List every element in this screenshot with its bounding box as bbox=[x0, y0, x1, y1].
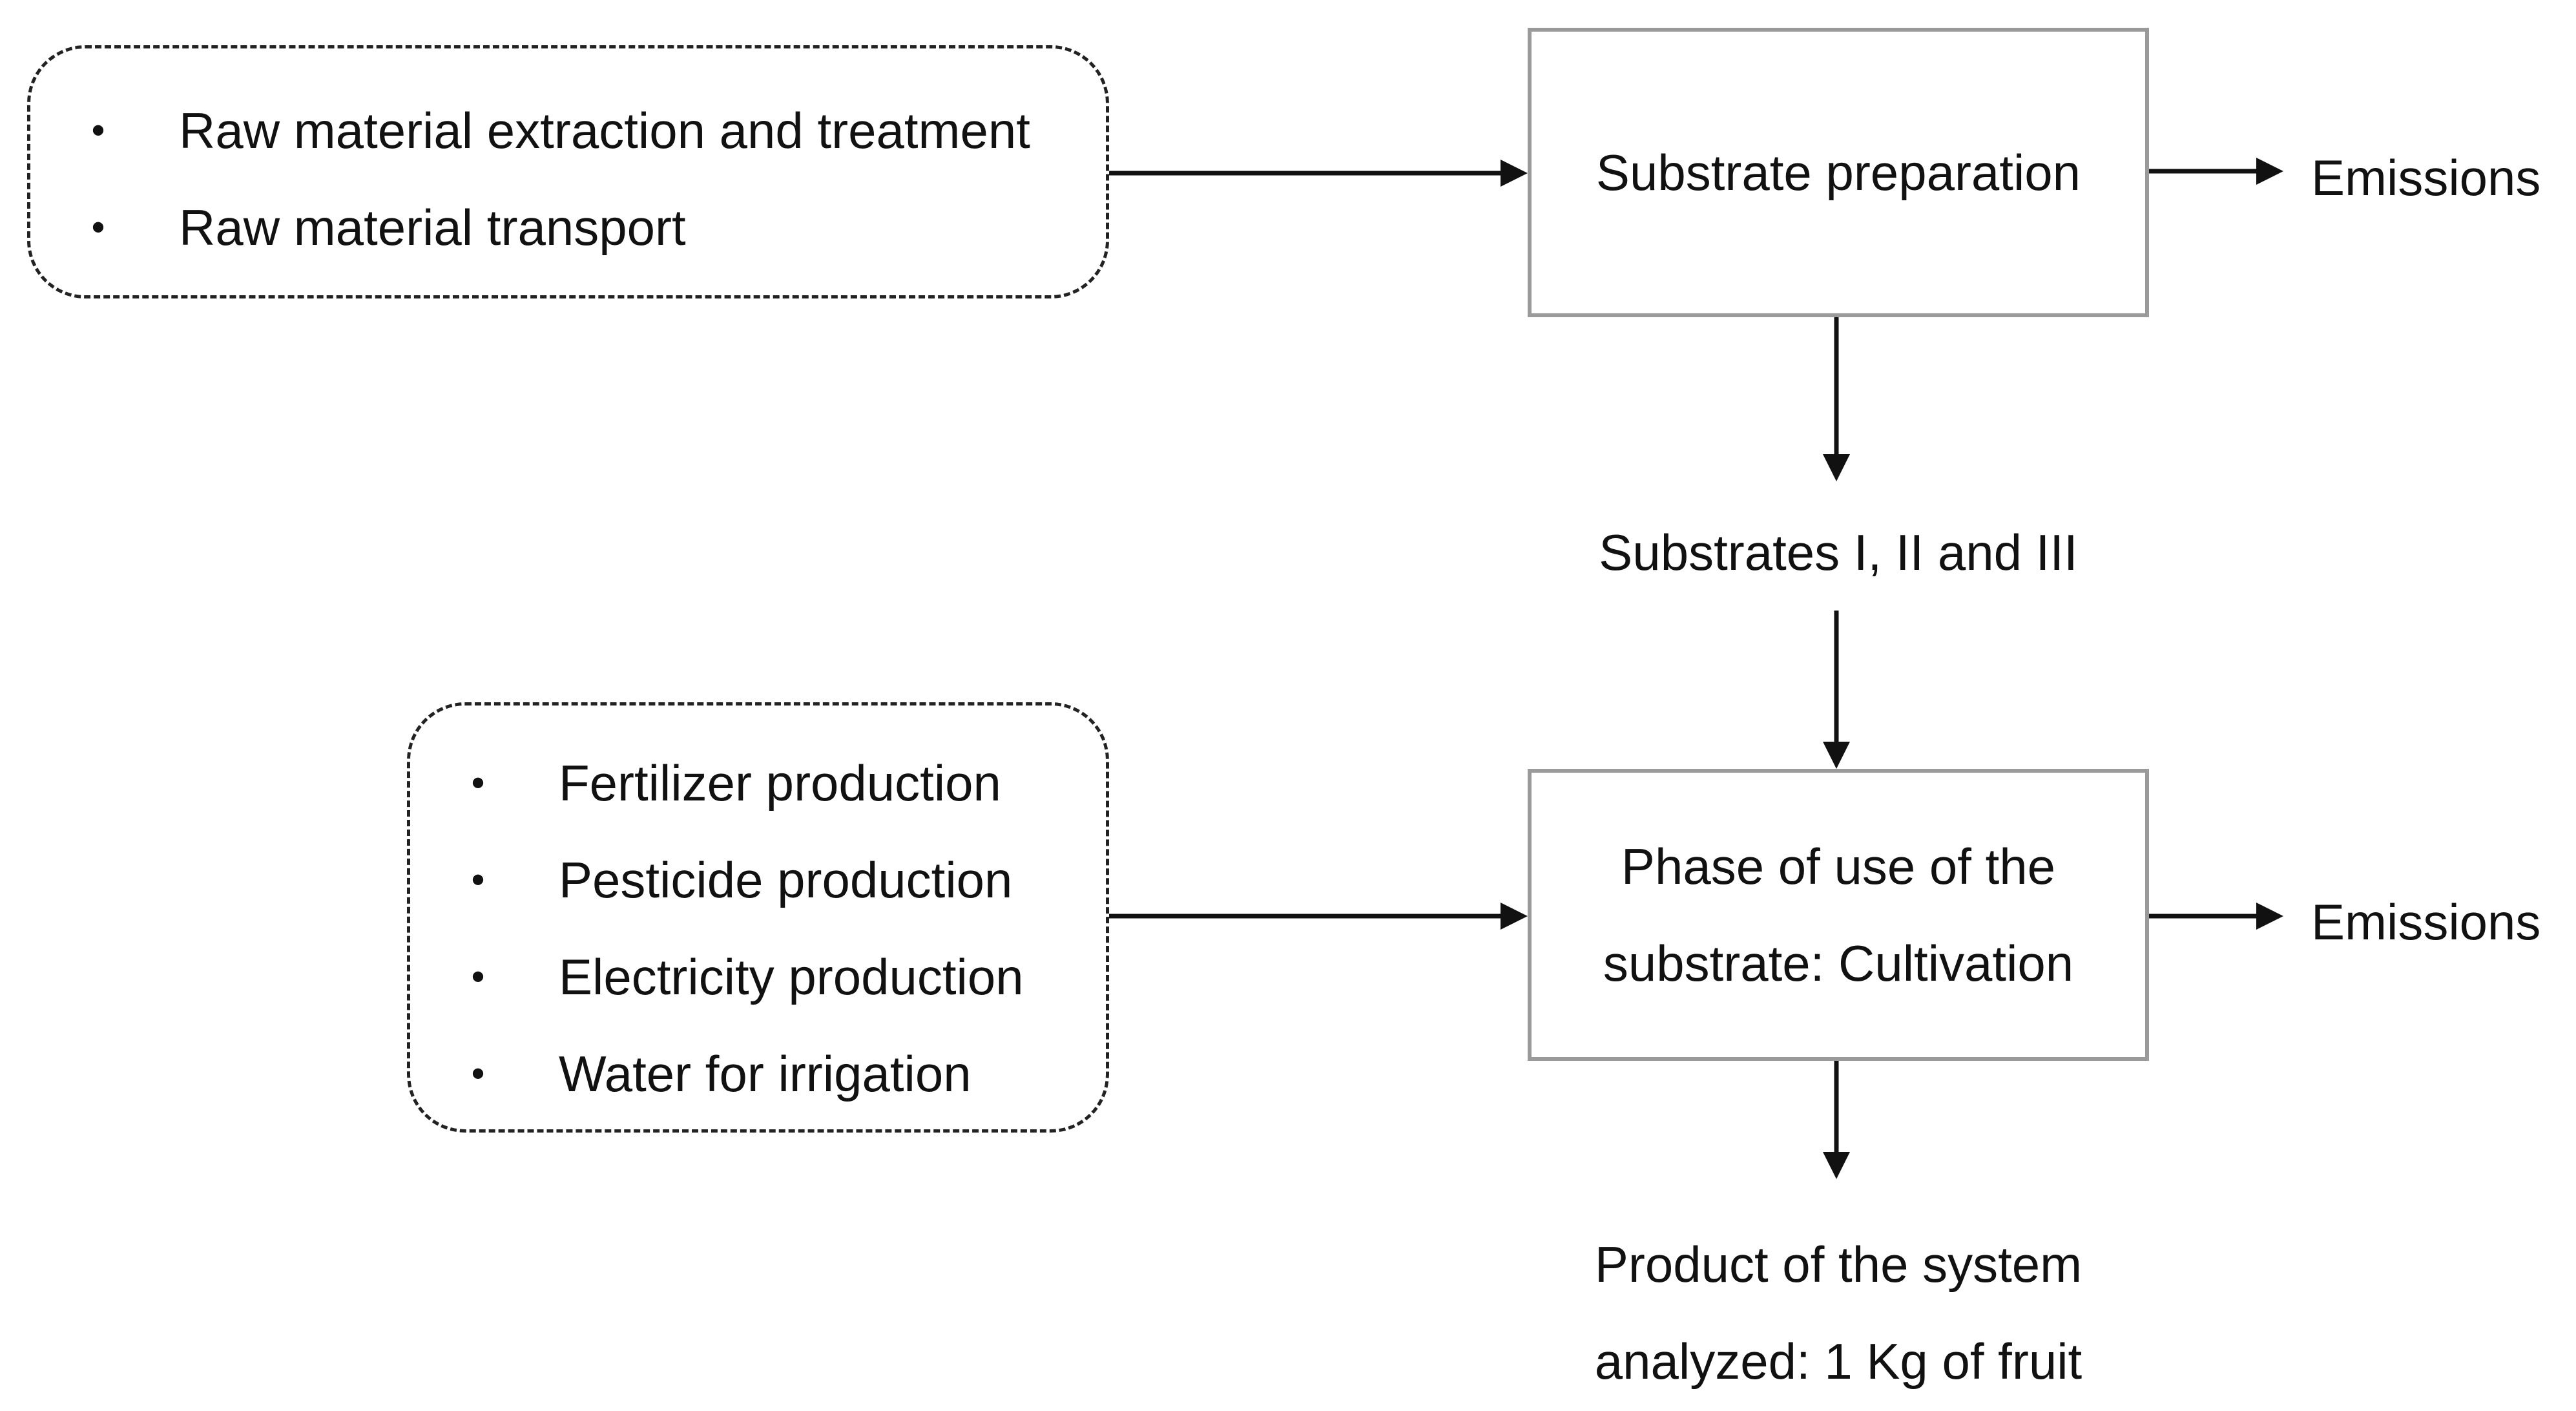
upstream-inputs-list: • Raw material extraction and treatment •… bbox=[72, 82, 1030, 276]
cultivation-box: Phase of use of the substrate: Cultivati… bbox=[1528, 769, 2149, 1061]
bullet-icon: • bbox=[471, 858, 485, 901]
list-item: • Electricity production bbox=[452, 928, 1024, 1025]
list-item-label: Raw material transport bbox=[179, 199, 686, 256]
substrates-output-label: Substrates I, II and III bbox=[1599, 524, 2078, 581]
bullet-icon: • bbox=[91, 205, 105, 249]
bullet-icon: • bbox=[91, 109, 105, 152]
list-item: • Fertilizer production bbox=[452, 735, 1024, 831]
cultivation-inputs-box: • Fertilizer production • Pesticide produc… bbox=[407, 702, 1109, 1133]
list-item-label: Raw material extraction and treatment bbox=[179, 102, 1030, 159]
bullet-icon: • bbox=[471, 761, 485, 804]
cultivation-label-line1: Phase of use of the bbox=[1621, 838, 2056, 895]
emissions-label-top: Emissions bbox=[2311, 149, 2541, 206]
cultivation-inputs-list: • Fertilizer production • Pesticide produc… bbox=[452, 735, 1024, 1122]
list-item: • Raw material extraction and treatment bbox=[72, 82, 1030, 179]
list-item-label: Fertilizer production bbox=[559, 755, 1001, 811]
bullet-icon: • bbox=[471, 1052, 485, 1095]
product-label-line2: analyzed: 1 Kg of fruit bbox=[1594, 1333, 2083, 1390]
substrate-preparation-box: Substrate preparation bbox=[1528, 28, 2149, 317]
list-item: • Raw material transport bbox=[72, 179, 1030, 276]
substrate-preparation-label: Substrate preparation bbox=[1595, 144, 2081, 201]
bullet-icon: • bbox=[471, 955, 485, 998]
list-item: • Pesticide production bbox=[452, 831, 1024, 928]
product-label-line1: Product of the system bbox=[1594, 1236, 2083, 1293]
emissions-label-bottom: Emissions bbox=[2311, 894, 2541, 950]
list-item-label: Water for irrigation bbox=[559, 1045, 971, 1102]
list-item-label: Electricity production bbox=[559, 948, 1024, 1005]
list-item: • Water for irrigation bbox=[452, 1025, 1024, 1122]
list-item-label: Pesticide production bbox=[559, 852, 1013, 908]
cultivation-label-line2: substrate: Cultivation bbox=[1603, 935, 2074, 992]
upstream-inputs-box: • Raw material extraction and treatment •… bbox=[27, 45, 1109, 298]
